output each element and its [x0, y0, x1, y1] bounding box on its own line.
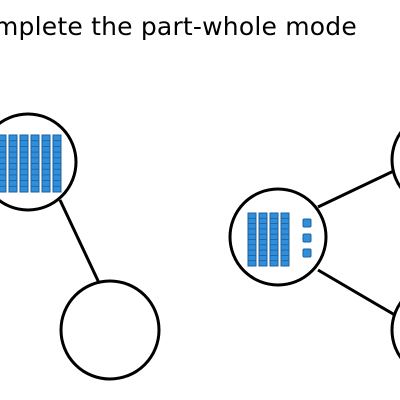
empty-part-circle[interactable]: [59, 279, 161, 381]
tens-rod: [8, 134, 18, 193]
tens-rod: [41, 134, 51, 193]
ones-cube: [302, 218, 312, 228]
part-whole-model-left: [0, 112, 161, 381]
tens-rod: [0, 134, 7, 193]
base-ten-blocks-left: [0, 134, 62, 193]
ones-cube: [302, 233, 312, 243]
tens-rod: [247, 212, 257, 267]
instruction-heading: mplete the part-whole mode: [0, 12, 357, 41]
empty-part-circle-bottom[interactable]: [390, 282, 400, 378]
part-whole-model-right: [228, 112, 400, 378]
connector-line: [58, 199, 102, 286]
base-ten-blocks-right: [247, 212, 312, 267]
tens-rod: [52, 134, 62, 193]
tens-rod: [30, 134, 40, 193]
connector-line-top: [317, 166, 400, 209]
tens-rod: [269, 212, 279, 267]
tens-rod: [280, 212, 290, 267]
empty-part-circle-top[interactable]: [390, 112, 400, 208]
tens-rod: [19, 134, 29, 193]
connector-line-bottom: [317, 268, 400, 320]
ones-cube: [302, 248, 312, 258]
tens-rod: [258, 212, 268, 267]
